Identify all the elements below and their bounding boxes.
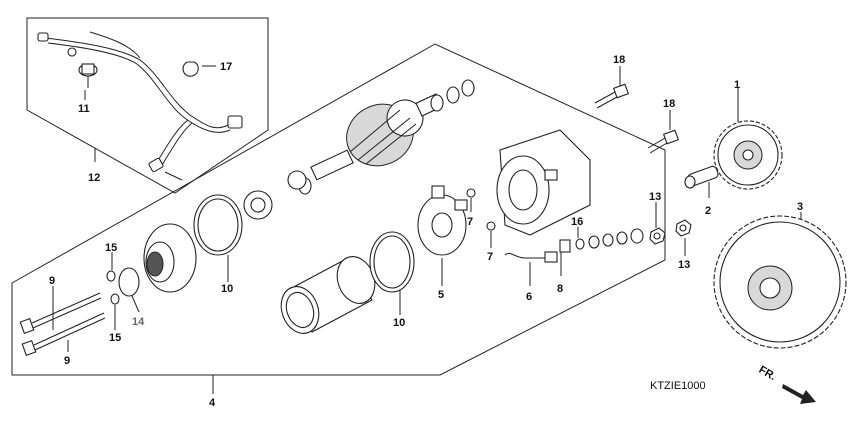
motor-yoke xyxy=(280,256,376,334)
starter-cable xyxy=(37,31,243,181)
nut-13-left xyxy=(649,227,666,245)
bolt-9-bottom xyxy=(21,312,106,357)
front-direction-indicator: FR. xyxy=(757,364,816,404)
callout-9-bottom: 9 xyxy=(64,355,70,367)
armature xyxy=(310,93,443,181)
callout-18-bottom: 18 xyxy=(663,98,675,110)
shaft-2 xyxy=(684,165,719,189)
bolt-11 xyxy=(78,63,98,88)
fr-label: FR. xyxy=(757,364,778,383)
callout-7-top: 7 xyxy=(467,216,473,228)
nut-13-right xyxy=(675,219,692,237)
bolt-9-top xyxy=(19,292,102,335)
brush-spring-7-bottom xyxy=(486,221,496,231)
callout-3: 3 xyxy=(797,201,803,213)
callout-15-top: 15 xyxy=(105,242,117,254)
callout-10-left: 10 xyxy=(221,283,233,295)
clip-17 xyxy=(182,61,215,77)
bolt-18-lower xyxy=(647,129,680,154)
washer-15-top xyxy=(106,270,116,282)
bolt-18-upper xyxy=(594,83,630,109)
brush-spring-7-top xyxy=(466,188,476,198)
seal-ring-10-right xyxy=(369,231,415,293)
front-cover xyxy=(143,223,197,293)
rear-cover xyxy=(496,129,591,236)
terminal-washers xyxy=(559,228,644,253)
armature-washers xyxy=(287,79,475,195)
callout-13-left: 13 xyxy=(649,191,661,203)
callout-11: 11 xyxy=(78,103,90,115)
seal-ring-10-left xyxy=(193,194,243,256)
starter-driven-gear-3 xyxy=(713,215,847,349)
callout-5: 5 xyxy=(438,289,444,301)
fr-arrow-icon xyxy=(782,384,816,404)
callout-15-bottom: 15 xyxy=(109,332,121,344)
callout-4: 4 xyxy=(209,397,216,409)
callout-7-bottom: 7 xyxy=(487,251,493,263)
starter-motor-group-box xyxy=(11,43,666,376)
brush-holder-5 xyxy=(417,185,468,256)
starter-idle-gear-1 xyxy=(713,120,783,190)
callout-12: 12 xyxy=(88,172,100,184)
callout-9-top: 9 xyxy=(49,275,55,287)
insulator-plate xyxy=(243,190,273,220)
cable-group-box xyxy=(26,17,269,194)
callout-8: 8 xyxy=(557,283,563,295)
callout-14: 14 xyxy=(132,316,145,328)
washer-15-bottom xyxy=(110,293,120,305)
callout-1: 1 xyxy=(734,79,740,91)
o-ring-14 xyxy=(118,267,140,297)
callout-6: 6 xyxy=(526,291,532,303)
terminal-bolt-6 xyxy=(504,251,558,263)
callout-2: 2 xyxy=(705,205,711,217)
leader-lines xyxy=(52,65,802,394)
callout-18-top: 18 xyxy=(613,54,625,66)
callout-10-right: 10 xyxy=(393,317,405,329)
diagram-code: KTZIE1000 xyxy=(650,380,706,392)
callout-16: 16 xyxy=(571,216,583,228)
callout-17: 17 xyxy=(220,61,232,73)
callout-13-right: 13 xyxy=(678,259,690,271)
